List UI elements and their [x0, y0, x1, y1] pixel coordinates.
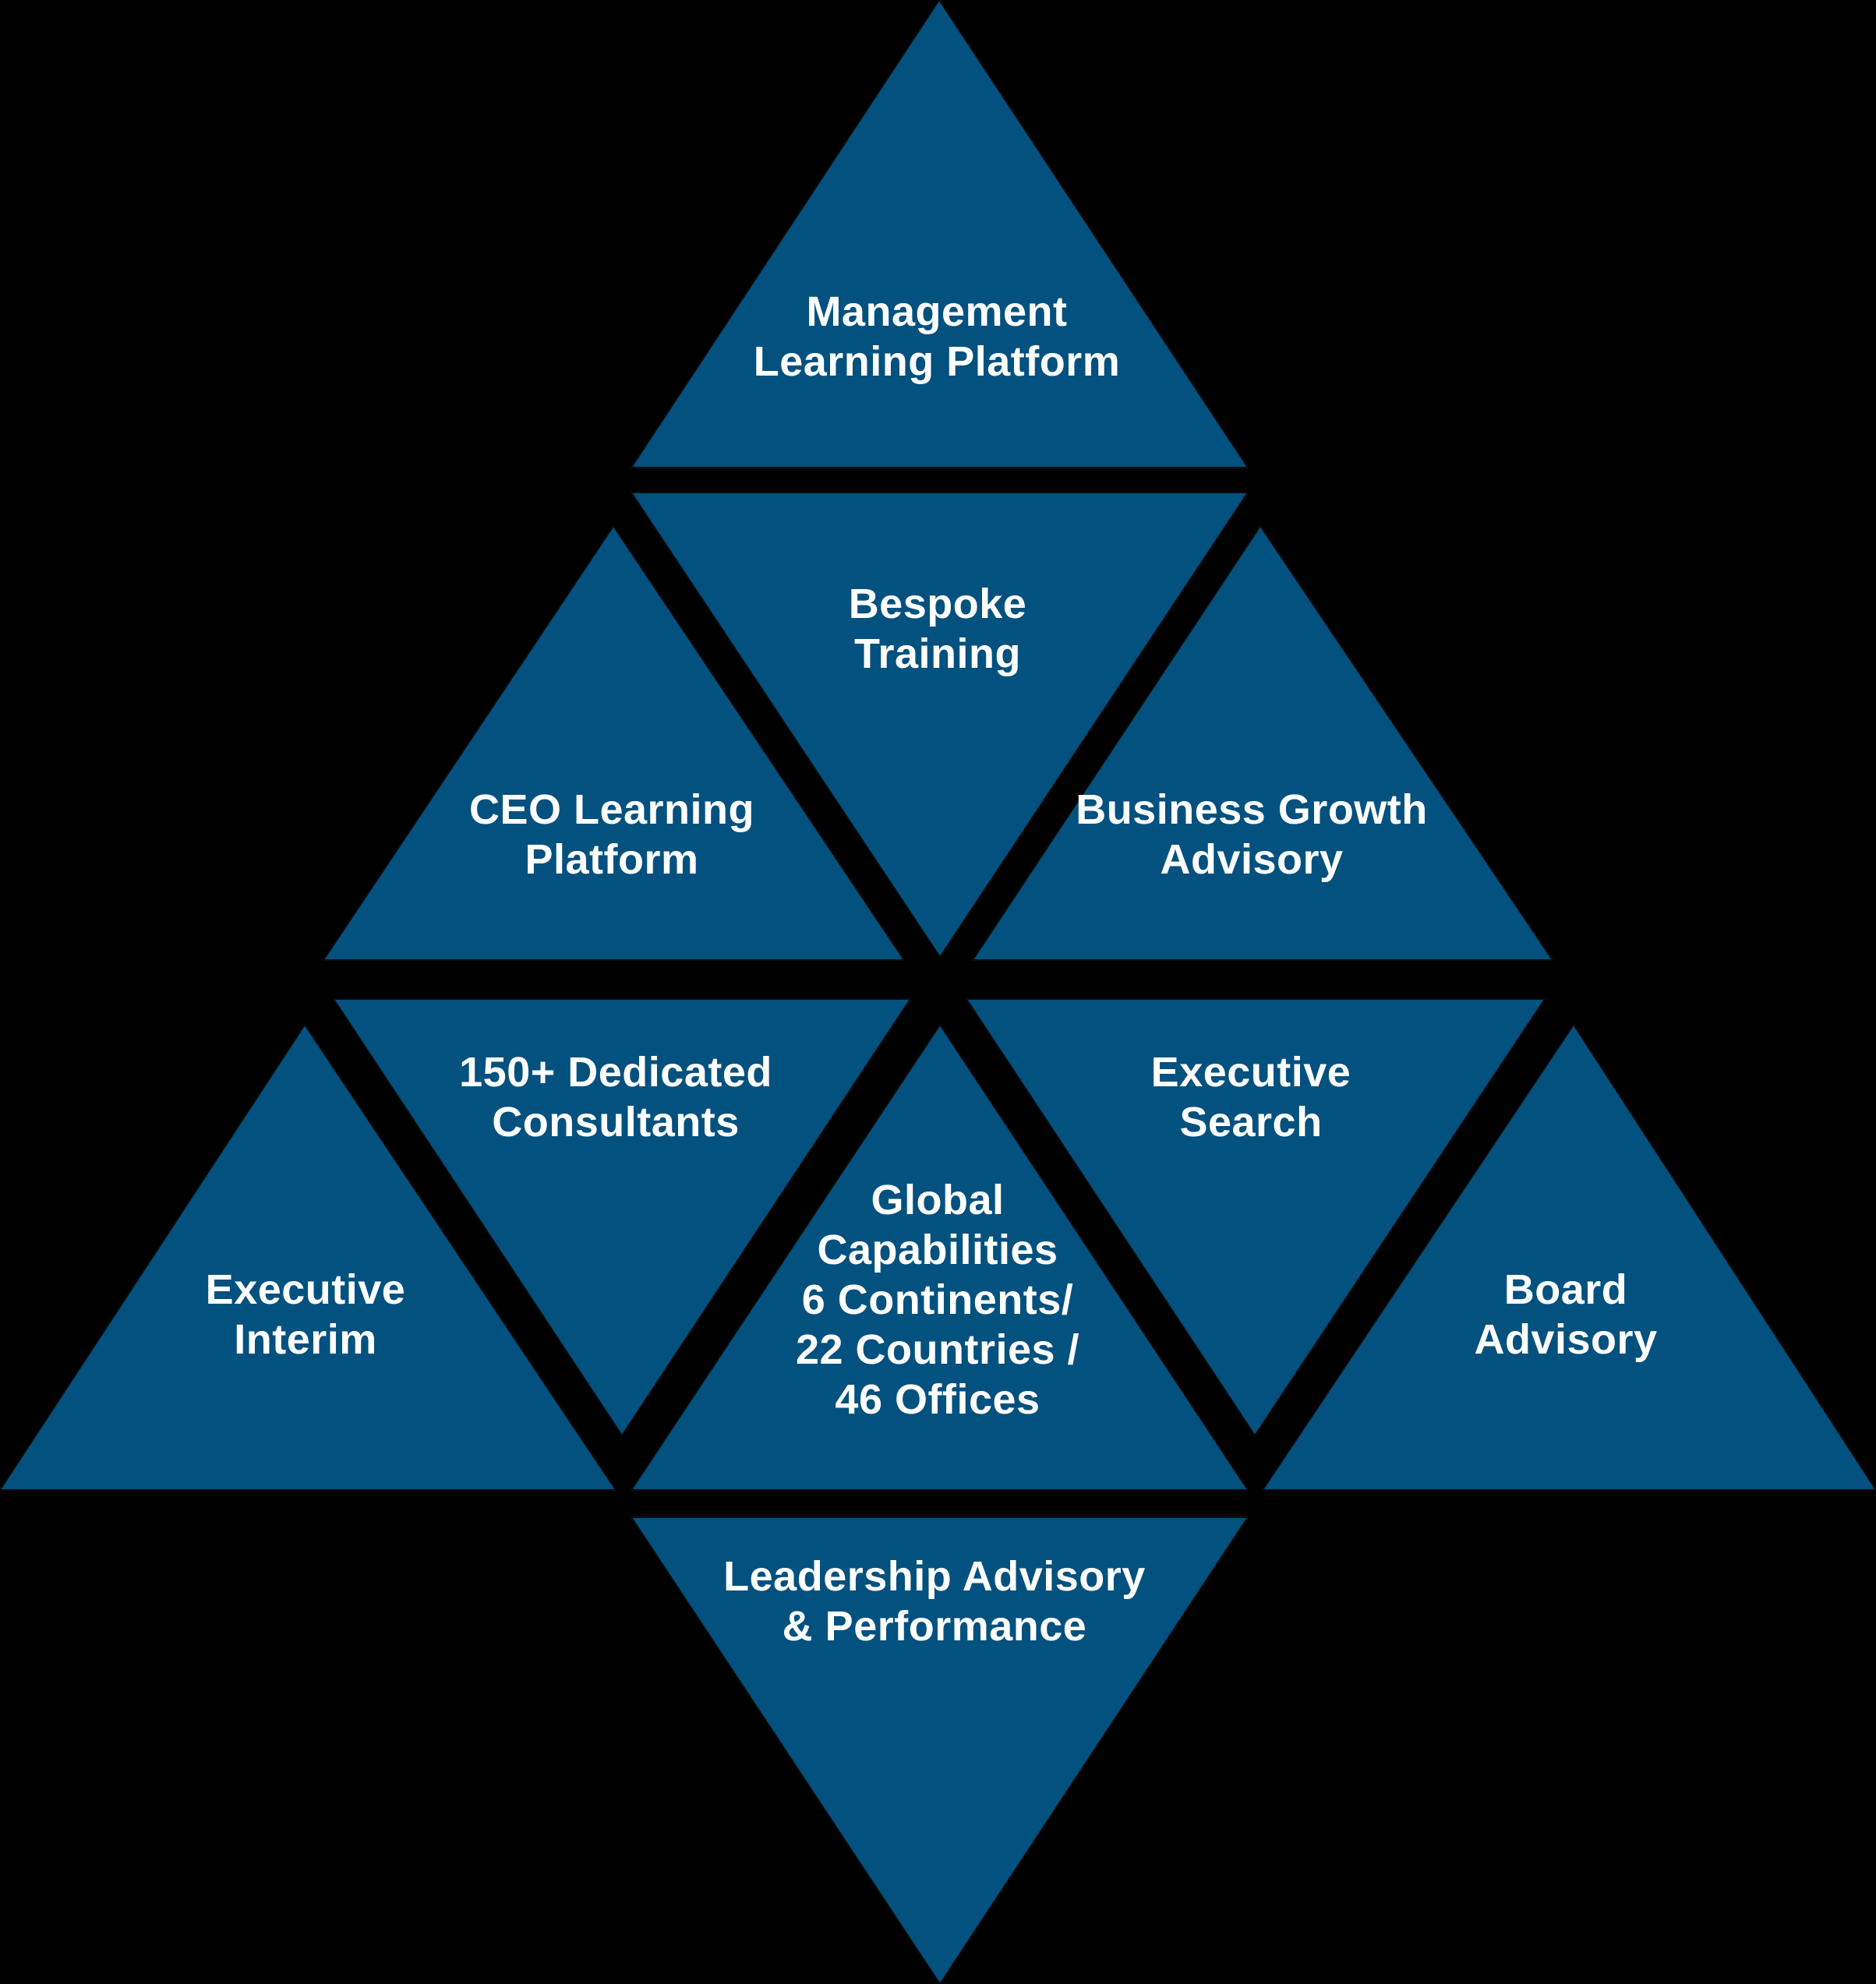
tile-label-line: Advisory	[1160, 836, 1343, 883]
tile-triangle-management-learning-platform	[630, 0, 1249, 468]
tile-label-line: Board	[1504, 1266, 1628, 1313]
tile-label-line: 6 Continents/	[802, 1276, 1074, 1323]
tile-leadership-advisory-performance: Leadership Advisory& Performance	[630, 1516, 1249, 1984]
tile-label-line: 150+ Dedicated	[459, 1049, 772, 1096]
tile-triangle-bespoke-training	[630, 492, 1249, 958]
tile-label-line: Global	[871, 1177, 1004, 1223]
tile-label-line: 46 Offices	[835, 1376, 1040, 1423]
tile-label-line: Consultants	[492, 1099, 740, 1146]
tile-triangle-dedicated-consultants	[332, 998, 912, 1437]
tile-triangle-global-capabilities	[630, 1023, 1249, 1491]
tile-triangle-executive-interim	[0, 1023, 617, 1491]
tile-label-line: Executive	[206, 1266, 406, 1313]
tile-label-line: & Performance	[783, 1603, 1087, 1650]
tile-triangle-business-growth-advisory	[971, 524, 1554, 961]
tile-triangle-executive-search	[965, 998, 1546, 1437]
tile-label-line: Advisory	[1474, 1316, 1657, 1363]
tile-label-line: 22 Countries /	[796, 1326, 1079, 1373]
tile-label-line: Bespoke	[849, 581, 1027, 627]
tile-label-line: Interim	[234, 1316, 377, 1363]
tile-label-line: Business Growth	[1076, 786, 1428, 833]
tile-triangle-ceo-learning-platform	[322, 524, 906, 961]
tile-triangle-leadership-advisory-performance	[630, 1516, 1249, 1984]
tile-label-line: Platform	[525, 836, 698, 883]
tile-label-line: Capabilities	[817, 1227, 1058, 1273]
tile-label-line: Learning Platform	[754, 338, 1121, 385]
tile-label-line: Training	[854, 630, 1021, 677]
tile-label-line: Leadership Advisory	[723, 1553, 1146, 1600]
tile-label-leadership-advisory-performance: Leadership Advisory& Performance	[723, 1553, 1146, 1650]
tile-triangle-board-advisory	[1261, 1023, 1876, 1491]
tile-label-line: Management	[806, 288, 1067, 335]
tile-label-line: Executive	[1151, 1049, 1351, 1096]
tile-label-line: Search	[1179, 1099, 1322, 1146]
tile-label-line: CEO Learning	[469, 786, 754, 833]
